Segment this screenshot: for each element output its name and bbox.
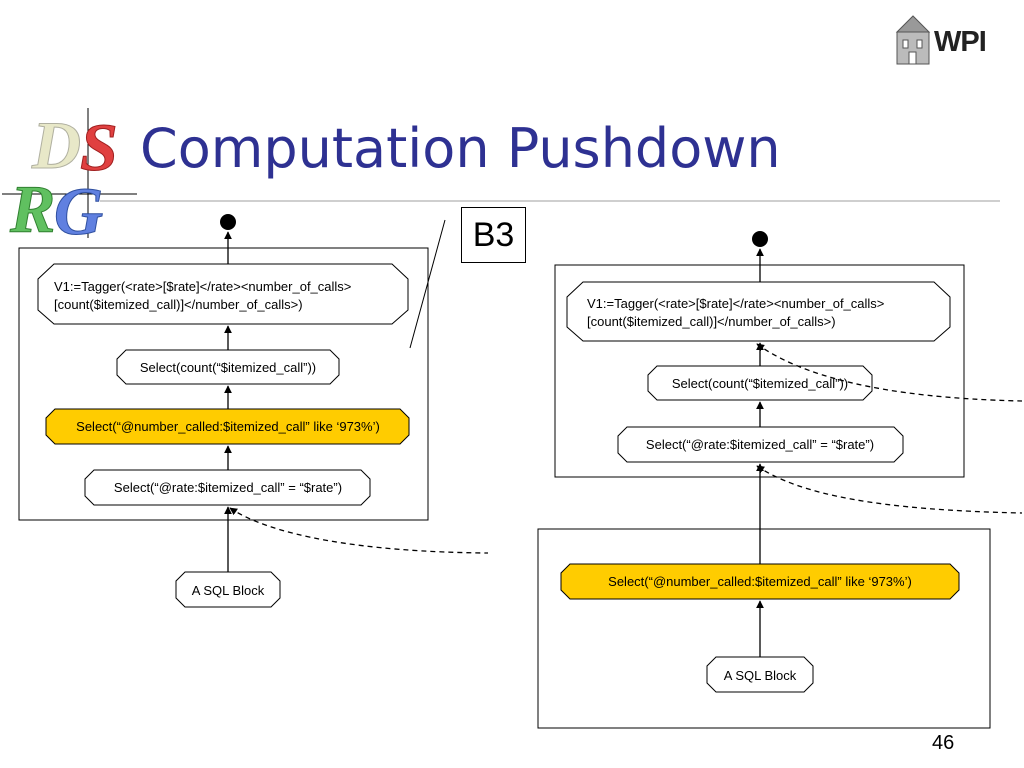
left-sql-node: A SQL Block: [175, 571, 281, 608]
right-dashed-curve-lower: [756, 465, 1023, 514]
right-sql-node: A SQL Block: [706, 656, 814, 693]
left-tagger-line2: [count($itemized_call)]</number_of_calls…: [54, 297, 303, 312]
b3-label: B3: [461, 207, 526, 263]
left-dashed-curve: [229, 507, 489, 554]
right-count-label: Select(count(“$itemized_call”)): [672, 376, 848, 391]
left-tagger-node: V1:=Tagger(<rate>[$rate]</rate><number_o…: [37, 263, 409, 325]
right-plan-bottom-container: [537, 528, 991, 729]
left-like-label: Select(“@number_called:$itemized_call” l…: [76, 419, 380, 434]
right-rate-label: Select(“@rate:$itemized_call” = “$rate”): [646, 437, 874, 452]
slide-title: Computation Pushdown: [140, 117, 781, 180]
right-tagger-line1: V1:=Tagger(<rate>[$rate]</rate><number_o…: [587, 296, 884, 311]
left-rate-node: Select(“@rate:$itemized_call” = “$rate”): [84, 469, 371, 506]
right-output-dot: [752, 231, 768, 247]
wpi-logo-text: WPI: [934, 26, 987, 58]
right-sql-label: A SQL Block: [724, 668, 797, 683]
left-tagger-line1: V1:=Tagger(<rate>[$rate]</rate><number_o…: [54, 279, 351, 294]
right-count-node: Select(count(“$itemized_call”)): [647, 365, 873, 401]
right-tagger-node: V1:=Tagger(<rate>[$rate]</rate><number_o…: [566, 281, 951, 342]
left-output-dot: [220, 214, 236, 230]
right-like-node: Select(“@number_called:$itemized_call” l…: [560, 563, 960, 600]
right-dashed-curve-upper: [756, 343, 1023, 402]
left-rate-label: Select(“@rate:$itemized_call” = “$rate”): [114, 480, 342, 495]
left-sql-label: A SQL Block: [192, 583, 265, 598]
right-like-label: Select(“@number_called:$itemized_call” l…: [608, 574, 912, 589]
left-count-label: Select(count(“$itemized_call”)): [140, 360, 316, 375]
dsrg-letter-g: G: [54, 173, 103, 238]
left-count-node: Select(count(“$itemized_call”)): [116, 349, 340, 385]
right-rate-node: Select(“@rate:$itemized_call” = “$rate”): [617, 426, 904, 463]
dsrg-letter-d: D: [31, 108, 81, 183]
dsrg-logo: D S R G: [2, 108, 137, 238]
page-number: 46: [932, 732, 955, 754]
wpi-building-icon: [895, 15, 931, 65]
left-like-node: Select(“@number_called:$itemized_call” l…: [45, 408, 410, 445]
dsrg-letter-s: S: [80, 109, 118, 185]
right-tagger-line2: [count($itemized_call)]</number_of_calls…: [587, 314, 836, 329]
dsrg-letter-r: R: [9, 171, 55, 238]
left-plan-container: [18, 247, 429, 521]
